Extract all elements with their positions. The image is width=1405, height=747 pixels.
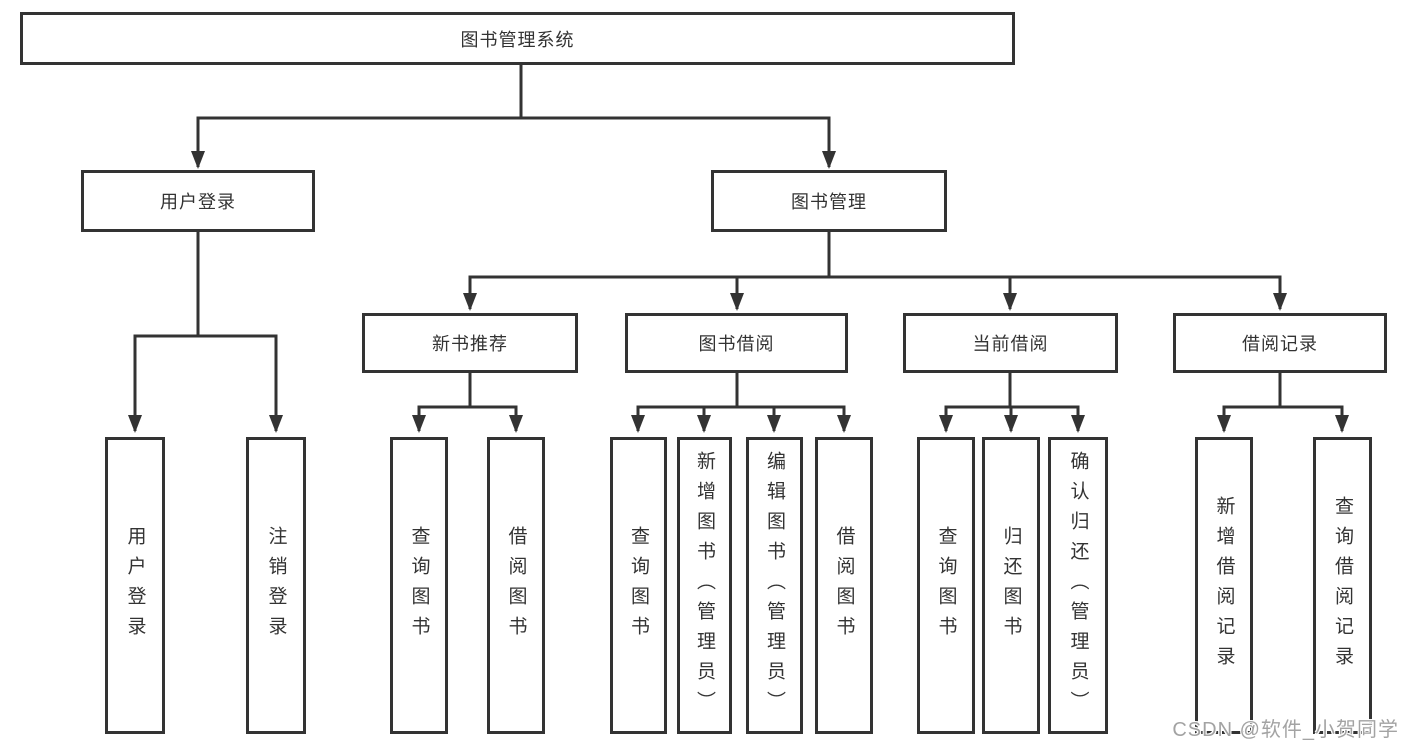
leaf-add-books-admin: 新增图书（管理员）	[677, 437, 732, 734]
leaf-label: 借阅图书	[833, 525, 855, 646]
leaf-borrow-books-1: 借阅图书	[487, 437, 545, 734]
connector-new-book-trunk	[417, 373, 518, 409]
leaf-label: 编辑图书（管理员）	[764, 450, 785, 721]
node-user-login: 用户登录	[81, 170, 315, 232]
leaf-label: 查询图书	[408, 525, 430, 646]
leaf-label: 注销登录	[265, 525, 287, 646]
node-book-management: 图书管理	[711, 170, 947, 232]
leaf-label: 查询图书	[935, 525, 957, 646]
connector-book-borrow-trunk	[636, 373, 846, 409]
node-borrow-records: 借阅记录	[1173, 313, 1387, 373]
connector-root-trunk	[196, 65, 831, 120]
leaf-edit-books-admin: 编辑图书（管理员）	[746, 437, 803, 734]
leaf-label: 用户登录	[124, 525, 146, 646]
leaf-borrow-books-2: 借阅图书	[815, 437, 873, 734]
leaf-query-books-3: 查询图书	[917, 437, 975, 734]
leaf-label: 确认归还（管理员）	[1067, 450, 1089, 721]
node-new-book-recommend: 新书推荐	[362, 313, 578, 373]
leaf-confirm-return-admin: 确认归还（管理员）	[1048, 437, 1108, 734]
leaf-user-login: 用户登录	[105, 437, 165, 734]
leaf-label: 归还图书	[1000, 525, 1022, 646]
leaf-return-books: 归还图书	[982, 437, 1040, 734]
leaf-label: 查询借阅记录	[1332, 495, 1353, 676]
watermark: CSDN @软件_小贺同学	[1172, 719, 1399, 741]
leaf-query-books-1: 查询图书	[390, 437, 448, 734]
leaf-query-books-2: 查询图书	[610, 437, 667, 734]
leaf-label: 新增图书（管理员）	[694, 450, 715, 721]
connector-current-borrow-trunk	[944, 373, 1080, 409]
connector-user-login-trunk	[133, 232, 278, 338]
leaf-logout: 注销登录	[246, 437, 306, 734]
connector-book-management-trunk	[468, 232, 1282, 279]
node-library-system: 图书管理系统	[20, 12, 1015, 65]
leaf-add-borrow-record: 新增借阅记录	[1195, 437, 1253, 734]
leaf-label: 新增借阅记录	[1213, 495, 1235, 676]
connector-borrow-records-trunk	[1222, 373, 1344, 409]
node-book-borrow: 图书借阅	[625, 313, 848, 373]
node-current-borrow: 当前借阅	[903, 313, 1118, 373]
leaf-label: 借阅图书	[505, 525, 527, 646]
leaf-query-borrow-record: 查询借阅记录	[1313, 437, 1372, 734]
leaf-label: 查询图书	[628, 525, 649, 646]
